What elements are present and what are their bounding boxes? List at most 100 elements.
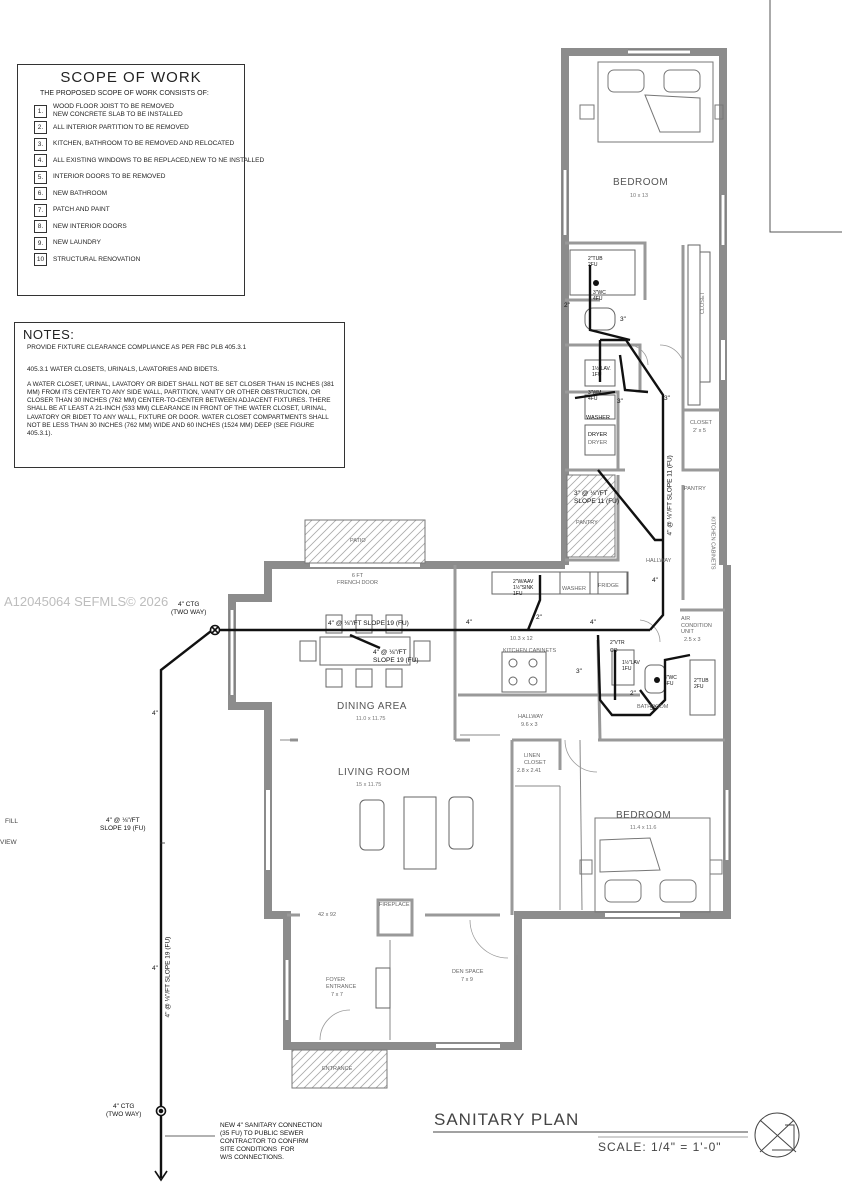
ctg-bottom-label: 4" CTG (TWO WAY) bbox=[106, 1103, 142, 1118]
room-living: LIVING ROOM bbox=[338, 767, 411, 778]
scope-item-number: 7. bbox=[34, 203, 47, 217]
interior-walls bbox=[287, 241, 725, 937]
notes-line-1: PROVIDE FIXTURE CLEARANCE COMPLIANCE AS … bbox=[27, 344, 247, 351]
new-connection-note: NEW 4" SANITARY CONNECTION (35 FU) TO PU… bbox=[220, 1122, 322, 1161]
pipe-size-3a: 3" bbox=[620, 316, 626, 323]
scope-item-text: PATCH AND PAINT bbox=[53, 206, 110, 214]
scope-item-number: 8. bbox=[34, 220, 47, 234]
pipe-size-4e: 4" bbox=[652, 577, 658, 584]
edge-label-fill: FILL bbox=[5, 818, 19, 825]
scope-item-number: 10 bbox=[34, 253, 47, 267]
pipe-size-2a: 2" bbox=[564, 302, 570, 309]
fixture-wc-lower: 3"WC 4FU bbox=[664, 675, 677, 687]
pipe-size-4c: 4" bbox=[466, 619, 472, 626]
label-french-door: 6 FT FRENCH DOOR bbox=[337, 573, 378, 586]
scope-title: SCOPE OF WORK bbox=[60, 69, 202, 86]
adjacent-sheet-frame bbox=[769, 0, 842, 233]
label-closet-2: CLOSET bbox=[690, 420, 713, 426]
scale-label: SCALE: 1/4" = 1'-0" bbox=[598, 1140, 722, 1154]
label-hallway-lower: HALLWAY bbox=[518, 714, 544, 720]
scope-item-text: INTERIOR DOORS TO BE REMOVED bbox=[53, 173, 166, 181]
pipe-size-3c: 3" bbox=[617, 398, 623, 405]
label-hallway-upper: HALLWAY bbox=[646, 558, 672, 564]
room-dining: DINING AREA bbox=[337, 701, 407, 712]
label-entrance: ENTRANCE bbox=[322, 1066, 353, 1072]
pipe-size-2c: 2" bbox=[630, 690, 636, 697]
label-closet-2-dim: 2' x 5 bbox=[693, 428, 706, 434]
scope-item-number: 5. bbox=[34, 170, 47, 184]
fixture-wc-upper: 3"WC 4FU bbox=[593, 290, 606, 302]
room-bedroom-lower: BEDROOM bbox=[616, 810, 672, 821]
fixture-vtr: 2"VTR bbox=[610, 640, 625, 646]
ctg-top-label: 4" CTG (TWO WAY) bbox=[171, 601, 207, 616]
pantry-hatch bbox=[566, 474, 616, 558]
dining-pipe-label-1: 4" @ ⅛"/FT SLOPE 19 (FU) bbox=[328, 620, 409, 627]
main-left-label: 4" @ ⅛"/FT SLOPE 19 (FU) bbox=[100, 817, 146, 832]
room-bedroom-upper: BEDROOM bbox=[613, 177, 669, 188]
room-bedroom-upper-dim: 10 x 13 bbox=[630, 193, 649, 199]
scope-list: 1.WOOD FLOOR JOIST TO BE REMOVED NEW CON… bbox=[18, 103, 264, 268]
scope-item-text: KITCHEN, BATHROOM TO BE REMOVED AND RELO… bbox=[53, 140, 235, 148]
label-closet-upper: CLOSET bbox=[700, 291, 707, 315]
fixture-sink: 2"W/AAV 1½"SINK 1FU bbox=[513, 579, 534, 597]
dining-table bbox=[299, 614, 431, 688]
scope-item-number: 6. bbox=[34, 187, 47, 201]
label-den-dim: 7 x 9 bbox=[461, 977, 473, 983]
label-ac-dim: 2.5 x 3 bbox=[684, 637, 701, 643]
notes-line-2: 405.3.1 WATER CLOSETS, URINALS, LAVATORI… bbox=[27, 366, 220, 374]
fixture-lav-upper: 1½"LAV. 1FU bbox=[592, 366, 611, 378]
label-kitchen-cabinets-vert: KITCHEN CABINETS bbox=[709, 516, 716, 570]
wc-drain-upper bbox=[593, 280, 599, 286]
main-vertical-label: 4" @ ⅛"/FT SLOPE 19 (FU) bbox=[164, 936, 172, 1018]
scope-item-number: 4. bbox=[34, 154, 47, 168]
north-arrow-icon bbox=[754, 1112, 800, 1158]
cleanouts bbox=[155, 624, 221, 1117]
label-dryer-2: DRYER bbox=[588, 440, 608, 446]
pipe-size-4d: 4" bbox=[590, 619, 596, 626]
scope-item-text: ALL INTERIOR PARTITION TO BE REMOVED bbox=[53, 123, 189, 131]
interior-wall-thin bbox=[280, 734, 583, 1040]
pipe-size-2b: 2" bbox=[536, 614, 542, 621]
fixture-lav-lower: 1½"LAV 1FU bbox=[622, 660, 640, 672]
scope-item-text: NEW LAUNDRY bbox=[53, 239, 101, 247]
label-linen-closet: LINEN CLOSET bbox=[524, 753, 547, 766]
entrance-hatch bbox=[291, 1049, 388, 1089]
room-living-dim: 15 x 11.75 bbox=[356, 782, 382, 788]
scope-item: 2. ALL INTERIOR PARTITION TO BE REMOVED bbox=[34, 120, 244, 137]
label-fireplace-dim: 42 x 92 bbox=[318, 912, 337, 918]
label-foyer: FOYER ENTRANCE bbox=[326, 977, 357, 990]
pipe-size-4a: 4" bbox=[152, 710, 158, 717]
label-fireplace: FIREPLACE bbox=[379, 902, 410, 908]
notes-title: NOTES: bbox=[23, 327, 75, 342]
notes-line-3: A WATER CLOSET, URINAL, LAVATORY OR BIDE… bbox=[27, 380, 335, 438]
notes-box: NOTES: PROVIDE FIXTURE CLEARANCE COMPLIA… bbox=[14, 322, 345, 468]
label-foyer-dim: 7 x 7 bbox=[331, 992, 343, 998]
pipe-size-4b: 4" bbox=[152, 965, 158, 972]
scope-item: 1.WOOD FLOOR JOIST TO BE REMOVED NEW CON… bbox=[34, 103, 244, 120]
label-linen-dim: 2.8 x 2.41 bbox=[517, 768, 542, 774]
scope-item: 8. NEW INTERIOR DOORS bbox=[34, 219, 244, 236]
sanitary-plan-title: SANITARY PLAN bbox=[434, 1110, 580, 1129]
sewer-arrow bbox=[154, 1170, 168, 1182]
label-den: DEN SPACE bbox=[452, 969, 484, 975]
right-vertical-label: 4" @ ⅛"/FT SLOPE 11 (FU) bbox=[666, 455, 674, 536]
label-ac-unit: AIR CONDITION UNIT bbox=[681, 616, 712, 635]
bed-upper bbox=[579, 61, 724, 143]
label-pantry: PANTRY bbox=[684, 486, 706, 492]
label-kitchen-cabinets: KITCHEN CABINETS bbox=[503, 648, 557, 654]
fixture-tub-lower: 2"TUB 2FU bbox=[694, 678, 709, 690]
scope-item: 9.NEW LAUNDRY bbox=[34, 235, 244, 252]
label-bathroom: BATHROOM bbox=[637, 704, 669, 710]
fixture-wm: 3"WM 4FU bbox=[588, 390, 602, 402]
scope-item: 5. INTERIOR DOORS TO BE REMOVED bbox=[34, 169, 244, 186]
scope-intro: THE PROPOSED SCOPE OF WORK CONSISTS OF: bbox=[40, 90, 209, 97]
scope-item-text: NEW INTERIOR DOORS bbox=[53, 222, 127, 230]
label-hallway-lower-dim: 9.6 x 3 bbox=[521, 722, 538, 728]
label-kitchen-dim: 10.3 x 12 bbox=[510, 636, 533, 642]
scope-of-work-box: SCOPE OF WORK THE PROPOSED SCOPE OF WORK… bbox=[17, 64, 264, 296]
living-furniture bbox=[359, 244, 716, 1009]
scope-item-number: 2. bbox=[34, 121, 47, 135]
pipe-size-3d: 3" bbox=[576, 668, 582, 675]
pipe-size-3b: 3" bbox=[664, 395, 670, 402]
